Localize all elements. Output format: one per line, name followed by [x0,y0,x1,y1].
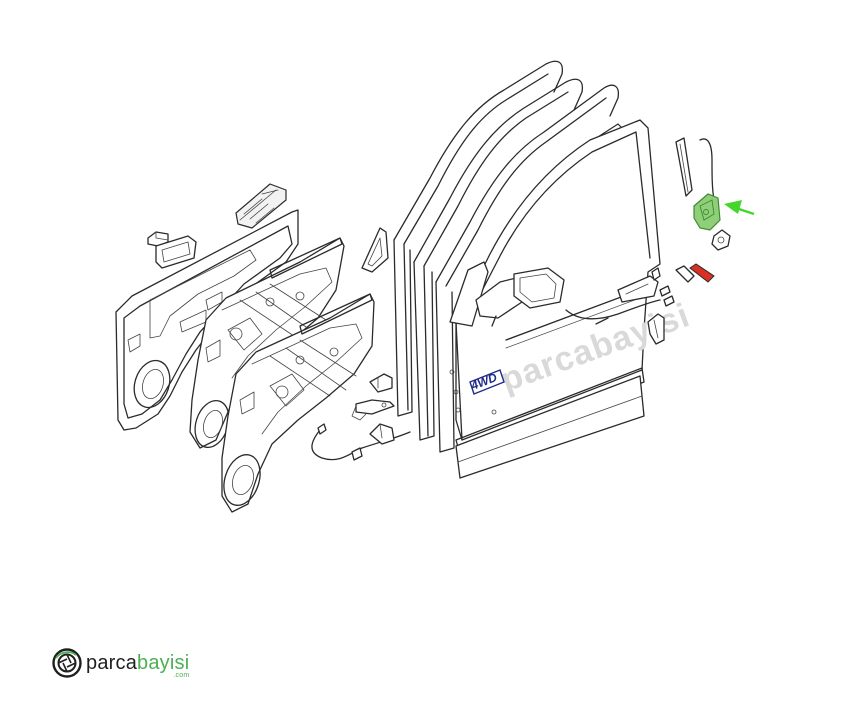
side-mirror[interactable] [449,261,565,327]
brand-logo[interactable]: parcabayisi .com [52,646,189,680]
window-channel-strip[interactable] [675,137,693,197]
window-regulator-rear[interactable] [218,293,375,513]
door-wiring-harness[interactable] [311,423,411,461]
handle-screws[interactable] [659,285,675,307]
door-weatherstrip-middle[interactable] [413,78,584,441]
bracket-lower[interactable] [369,423,395,445]
window-switch-panel[interactable] [235,183,287,229]
door-lock-actuator-highlighted[interactable] [693,193,721,231]
pointer-arrow-icon [724,200,755,216]
outer-door-handle[interactable] [617,267,661,303]
door-pull-handle[interactable] [155,235,197,269]
striker-plate[interactable] [711,229,731,251]
latch-cable[interactable] [699,138,715,201]
brand-wordmark: parcabayisi .com [86,652,190,679]
lock-rod[interactable] [565,299,661,325]
brand-word-part2: bayisi [137,652,190,674]
handle-seal-highlighted[interactable] [689,263,715,283]
door-weatherstrip-outer[interactable] [393,60,564,417]
brand-word-part1: parca [86,652,138,674]
mirror-cover-triangle[interactable] [361,227,389,273]
brand-domain: .com [173,672,190,679]
bracket-upper[interactable] [369,373,393,393]
camera-shutter-icon [52,648,82,678]
handle-bezel[interactable] [675,265,695,283]
door-check-strap[interactable] [351,399,395,421]
rear-edge-bracket[interactable] [647,313,665,345]
